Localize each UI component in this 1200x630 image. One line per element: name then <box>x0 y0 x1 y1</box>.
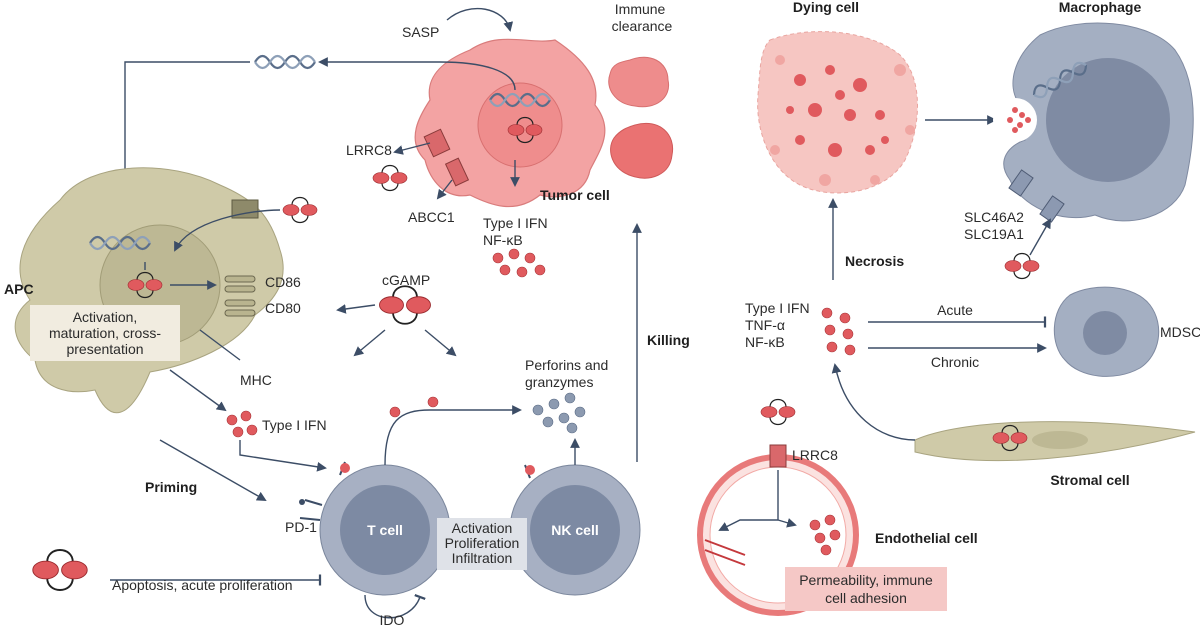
mhc-label: MHC <box>240 372 272 388</box>
endothelial-cgamp-icon <box>760 398 796 426</box>
apc-ifn-dots <box>226 410 258 438</box>
cgamp-import-arrow <box>174 209 281 252</box>
tumor-cytokine-dots <box>492 248 546 278</box>
apc-incoming-cgamp-icon <box>282 196 318 224</box>
cytokine-cluster-dots <box>821 307 856 356</box>
priming-arrow <box>159 439 267 501</box>
endo-left-arrow <box>718 519 778 531</box>
tumor-cell <box>414 38 606 208</box>
t-cell-label: T cell <box>367 522 403 538</box>
perforin-granzyme-dots <box>532 392 586 434</box>
lrrc8-endo-label: LRRC8 <box>792 447 838 463</box>
stromal-to-cytokine-arrow <box>831 363 916 441</box>
apc-ifn-arrow <box>169 369 227 412</box>
cd86-receptor-icon <box>224 275 256 293</box>
immune-clearance-label: Immune clearance <box>612 1 673 34</box>
perforin-red-dot-2 <box>427 396 439 408</box>
abcc1-channel-icon <box>444 157 470 187</box>
cd80-receptor-icon <box>224 299 256 317</box>
lrrc8-channel-icon <box>423 128 451 158</box>
slc-transporter-1-icon <box>1008 169 1034 197</box>
central-cgamp-icon <box>378 285 432 325</box>
mhc-link <box>199 329 241 361</box>
dying-cell-label: Dying cell <box>793 0 859 15</box>
slc-import-arrow <box>1029 218 1051 256</box>
lrrc8-cgamp-icon <box>372 164 408 192</box>
acute-label: Acute <box>937 302 973 318</box>
macrophage-label: Macrophage <box>1059 0 1142 15</box>
cgamp-down-right-arrow <box>424 329 457 357</box>
abcc1-label: ABCC1 <box>408 209 455 225</box>
macrophage-cell <box>993 22 1194 222</box>
nk-ifn-dot <box>525 465 535 475</box>
apc-transporter-icon <box>231 199 259 219</box>
perforin-red-dot-1 <box>389 406 401 418</box>
phagocytosed-debris <box>1007 107 1031 133</box>
macrophage-cgamp-icon <box>1004 252 1040 280</box>
abcc1-export-arrow <box>436 179 453 200</box>
pd1-receptor-icon <box>304 499 323 506</box>
adhesion-molecules-icon <box>704 539 746 566</box>
apoptosis-label: Apoptosis, acute proliferation <box>112 577 293 593</box>
apoptosis-cgamp-icon <box>31 549 89 591</box>
cd86-label: CD86 <box>265 274 301 290</box>
ifn-to-tcell-arrow <box>239 440 327 472</box>
mdsc-nucleus <box>1083 311 1127 355</box>
immune-clearance-cells <box>608 56 674 179</box>
apc-activation-label: Activation,maturation, cross-presentatio… <box>49 309 161 357</box>
dying-cell <box>757 31 918 194</box>
permeability-box <box>785 567 947 611</box>
tumor-dna-export-arrow <box>318 57 516 91</box>
pd1-receptor-2-icon <box>299 517 321 521</box>
sasp-label: SASP <box>402 24 439 40</box>
pd1-label: PD-1 <box>285 519 317 535</box>
mdsc-label: MDSC <box>1160 324 1200 340</box>
endothelial-label: Endothelial cell <box>875 530 978 546</box>
apc-activation-box <box>30 305 180 361</box>
endo-right-arrow <box>777 518 797 528</box>
necrosis-label: Necrosis <box>845 253 904 269</box>
extracellular-dna-icon <box>253 54 317 70</box>
apc-label: APC <box>4 281 34 297</box>
cgamp-label: cGAMP <box>382 272 430 288</box>
nk-cell-label: NK cell <box>551 522 598 538</box>
activation-box <box>437 518 527 570</box>
immune-clearance-line-2: clearance <box>612 18 673 34</box>
ido-loop-arrow <box>364 594 426 619</box>
lrrc8-export-arrow <box>393 142 431 155</box>
chronic-label: Chronic <box>931 354 979 370</box>
pd1-dot <box>299 499 305 505</box>
killing-label: Killing <box>647 332 690 348</box>
lrrc8-tumor-label: LRRC8 <box>346 142 392 158</box>
cgamp-down-left-arrow <box>353 329 386 357</box>
slc-transporter-2-icon <box>1039 195 1065 223</box>
sasp-loop-arrow <box>446 7 514 32</box>
cd80-label: CD80 <box>265 300 301 316</box>
tumor-cell-label: Tumor cell <box>540 187 610 203</box>
t-cell-nucleus <box>340 485 430 575</box>
priming-label: Priming <box>145 479 197 495</box>
ido-label: IDO <box>380 612 405 628</box>
endothelial-lrrc8-icon <box>769 444 787 468</box>
tcell-ifn-dot <box>340 463 350 473</box>
stromal-nucleus <box>1032 431 1088 449</box>
nk-cell-nucleus <box>530 485 620 575</box>
immune-clearance-line-1: Immune <box>615 1 666 17</box>
type1-ifn-apc-label: Type I IFN <box>262 417 327 433</box>
cgamp-to-apc-arrow <box>336 304 376 314</box>
stromal-label: Stromal cell <box>1050 472 1129 488</box>
tcell-perforin-arrow <box>384 405 522 466</box>
